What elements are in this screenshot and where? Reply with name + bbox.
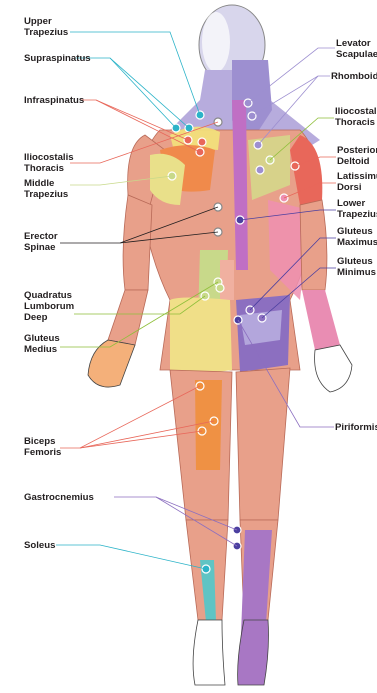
label-quadratus-lumborum: Quadratus Lumborum Deep xyxy=(24,290,74,323)
leader-soleus xyxy=(56,545,206,569)
trigger-point-marker xyxy=(256,166,264,174)
label-posterior-deltoid: Posterior Deltoid xyxy=(337,145,377,167)
right-hand xyxy=(315,345,352,392)
left-forearm xyxy=(108,290,148,345)
label-infraspinatus: Infraspinatus xyxy=(24,95,84,106)
label-levator-scapulae: Levator Scapulae xyxy=(336,38,377,60)
leader-supraspinatus-2 xyxy=(110,58,189,128)
label-rhomboids: Rhomboids xyxy=(331,71,377,82)
trigger-point-marker xyxy=(216,284,224,292)
label-lower-trapezius: Lower Trapezius xyxy=(337,198,377,220)
trigger-point-marker xyxy=(198,138,206,146)
label-supraspinatus: Supraspinatus xyxy=(24,53,91,64)
left-foot xyxy=(193,620,225,685)
right-forearm xyxy=(302,290,340,350)
label-gluteus-maximus: Gluteus Maximus xyxy=(337,226,377,248)
label-iliocostalis-thoracis-right: Iliocostalis Thoracis xyxy=(335,106,377,128)
label-biceps-femoris: Biceps Femoris xyxy=(24,436,61,458)
right-thigh xyxy=(236,368,290,520)
label-middle-trapezius: Middle Trapezius xyxy=(24,178,68,200)
right-foot xyxy=(238,620,269,685)
label-gluteus-minimus: Gluteus Minimus xyxy=(337,256,376,278)
label-latissimus-dorsi: Latissimus Dorsi xyxy=(337,171,377,193)
gluteus-medius-muscle xyxy=(170,298,232,373)
label-gluteus-medius: Gluteus Medius xyxy=(24,333,60,355)
label-piriformis: Piriformis xyxy=(335,422,377,433)
label-erector-spinae: Erector Spinae xyxy=(24,231,58,253)
label-iliocostalis-thoracis-left: Iliocostalis Thoracis xyxy=(24,152,74,174)
label-gastrocnemius: Gastrocnemius xyxy=(24,492,94,503)
leader-supraspinatus xyxy=(76,58,176,128)
label-soleus: Soleus xyxy=(24,540,55,551)
biceps-femoris-muscle xyxy=(195,380,222,470)
label-upper-trapezius: Upper Trapezius xyxy=(24,16,68,38)
leader-upper-trapezius xyxy=(70,32,200,115)
